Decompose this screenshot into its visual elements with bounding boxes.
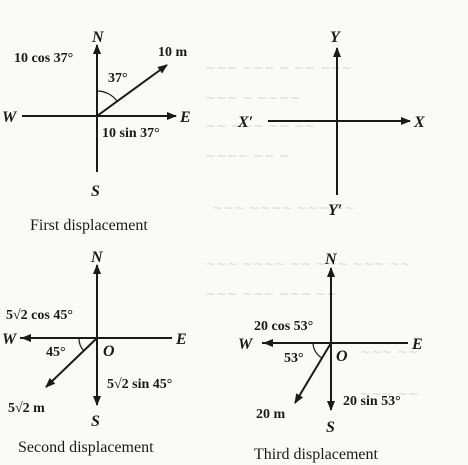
- label-origin: O: [103, 343, 115, 360]
- panel-second-displacement: N S E W O 45° 5√2 cos 45° 5√2 sin 45° 5√…: [2, 249, 187, 456]
- displacement-vector: [45, 337, 98, 388]
- svg-text:~~~ ~~~~ ~~~ ~~: ~~~ ~~~~ ~~~ ~~: [212, 201, 355, 216]
- label-angle: 37°: [108, 71, 128, 86]
- svg-text:~~~ ~ ~~~~: ~~~ ~ ~~~~: [205, 91, 300, 106]
- label-south-component: 5√2 sin 45°: [107, 377, 172, 392]
- label-south-component: 20 sin 53°: [343, 394, 401, 409]
- label-x-negative: X′: [237, 114, 253, 131]
- label-east: E: [175, 331, 187, 348]
- panel-xy-axes: Y Y′ X X′: [237, 29, 425, 219]
- label-west-component: 20 cos 53°: [254, 319, 313, 334]
- label-vector: 20 m: [256, 407, 286, 422]
- label-south: S: [91, 413, 100, 430]
- svg-text:~~ ~~~ ~~ ~~: ~~ ~~~ ~~ ~~: [205, 119, 315, 134]
- angle-arc: [312, 342, 323, 359]
- label-vector: 5√2 m: [8, 401, 45, 416]
- svg-text:~~~ ~~~~ ~~ ~~~ ~~~ ~~: ~~~ ~~~~ ~~ ~~~ ~~~ ~~: [205, 257, 411, 272]
- label-east: E: [179, 109, 191, 126]
- caption-second: Second displacement: [18, 439, 154, 456]
- label-origin: O: [336, 348, 348, 365]
- label-west: W: [238, 336, 254, 353]
- label-north: N: [91, 29, 105, 46]
- label-west-component: 5√2 cos 45°: [6, 308, 73, 323]
- label-vector: 10 m: [158, 45, 188, 60]
- label-x-positive: X: [413, 114, 425, 131]
- svg-text:~~~ ~~~ ~~~ ~~: ~~~ ~~~ ~~~ ~~: [205, 287, 337, 302]
- angle-arc: [78, 337, 85, 352]
- label-south: S: [326, 419, 335, 436]
- label-west: W: [2, 331, 18, 348]
- panel-first-displacement: N S E W 10 m 37° 10 cos 37° 10 sin 37° F…: [2, 29, 191, 234]
- label-y-positive: Y: [330, 29, 341, 46]
- angle-arc: [96, 90, 118, 102]
- panel-third-displacement: N S E W O 53° 20 cos 53° 20 sin 53° 20 m…: [238, 251, 423, 463]
- caption-first: First displacement: [30, 217, 148, 234]
- background-ghost-text: ~~~ ~~~ ~ ~~ ~~~ ~~~ ~ ~~~~ ~~ ~~~ ~~ ~~…: [205, 61, 419, 402]
- svg-text:~~~ ~~~ ~ ~~ ~~~: ~~~ ~~~ ~ ~~ ~~~: [205, 61, 352, 76]
- label-angle: 45°: [46, 345, 66, 360]
- label-south: S: [91, 183, 100, 200]
- label-angle: 53°: [284, 351, 304, 366]
- label-east-component: 10 sin 37°: [102, 126, 160, 141]
- label-y-negative: Y′: [328, 202, 342, 219]
- displacement-vector: [294, 342, 332, 404]
- label-north-component: 10 cos 37°: [14, 51, 73, 66]
- label-west: W: [2, 109, 18, 126]
- label-east: E: [411, 336, 423, 353]
- svg-text:~~~~ ~~ ~: ~~~~ ~~ ~: [205, 149, 290, 164]
- svg-text:~~~ ~~: ~~~ ~~: [360, 345, 419, 360]
- svg-text:~~~ ~~: ~~~ ~~: [360, 387, 419, 402]
- label-north: N: [324, 251, 338, 268]
- caption-third: Third displacement: [254, 446, 379, 463]
- label-north: N: [90, 249, 104, 266]
- displacement-vector: [96, 64, 168, 117]
